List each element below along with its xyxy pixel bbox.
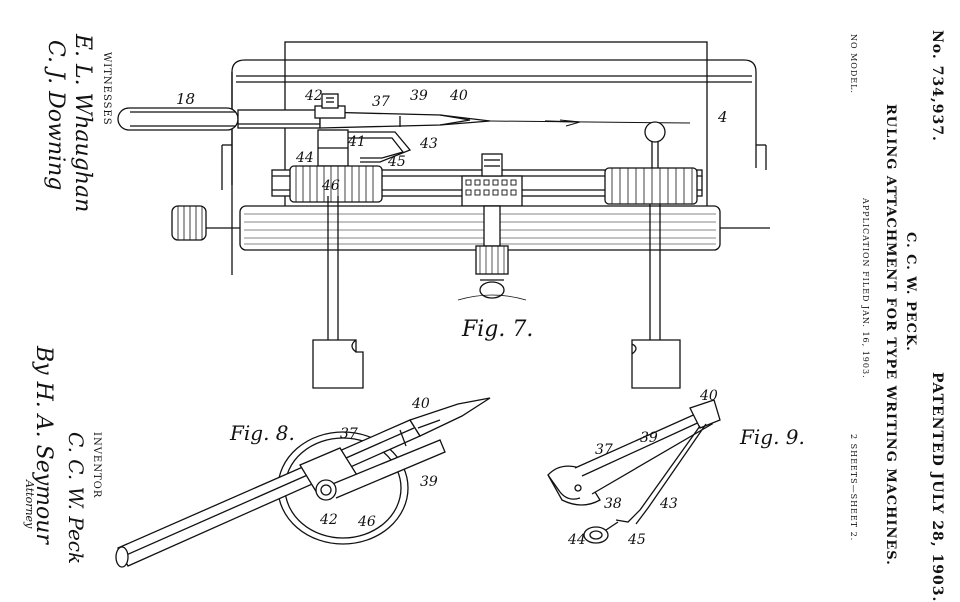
fig9-drawing — [547, 399, 721, 544]
patent-sheet: No. 734,937. PATENTED JULY 28, 1903. C. … — [23, 30, 945, 602]
ref-18: 18 — [176, 90, 195, 108]
ref-39: 39 — [410, 88, 428, 104]
fig7-drawing — [117, 41, 770, 389]
ref-39-fig9: 39 — [640, 430, 658, 446]
ref-37-fig8: 37 — [340, 426, 358, 442]
ref-41: 41 — [347, 134, 366, 150]
fig9-label: Fig. 9. — [739, 425, 805, 449]
ref-44-fig9: 44 — [567, 532, 586, 548]
fig8-label: Fig. 8. — [229, 421, 295, 445]
ref-44: 44 — [295, 150, 314, 166]
ref-40: 40 — [449, 88, 468, 104]
ref-42: 42 — [304, 88, 323, 104]
ref-38-fig9: 38 — [604, 496, 622, 512]
ref-46-fig8: 46 — [357, 514, 376, 530]
ref-43: 43 — [419, 136, 438, 152]
ref-45: 45 — [387, 154, 406, 170]
ref-39-fig8: 39 — [420, 474, 438, 490]
patent-drawing: Fig. 7. Fig. 8. Fig. 9. 18 42 37 39 40 4… — [115, 41, 805, 568]
ref-4: 4 — [717, 108, 728, 126]
ref-37: 37 — [372, 94, 390, 110]
fig7-label: Fig. 7. — [461, 317, 533, 342]
ref-42-fig8: 42 — [319, 512, 338, 528]
ref-46: 46 — [321, 178, 340, 194]
ref-40-fig8: 40 — [411, 396, 430, 412]
ref-45-fig9: 45 — [627, 532, 646, 548]
fig8-drawing — [115, 397, 491, 568]
ref-40-fig9: 40 — [699, 388, 718, 404]
ref-43-fig9: 43 — [659, 496, 678, 512]
ref-37-fig9: 37 — [595, 442, 613, 458]
